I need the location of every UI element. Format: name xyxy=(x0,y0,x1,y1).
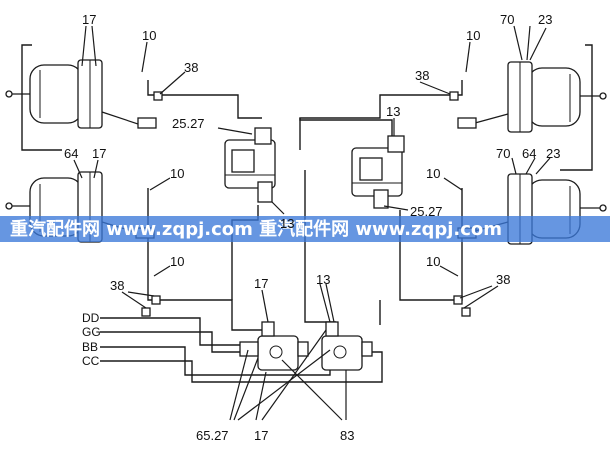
label-bottom-13: 13 xyxy=(316,272,330,287)
leader-lines xyxy=(73,25,551,421)
chamber-clevis xyxy=(137,117,157,129)
label-top-right-10: 10 xyxy=(466,28,480,43)
tee-lower-left xyxy=(151,295,161,305)
valve-body xyxy=(257,335,299,371)
label-top-left-17: 17 xyxy=(82,12,96,27)
valve-cap xyxy=(254,127,272,145)
pipe-mr-down xyxy=(455,188,463,301)
label-top-right-23: 23 xyxy=(538,12,552,27)
label-top-right-70: 70 xyxy=(500,12,514,27)
label-mid-left-64: 64 xyxy=(64,146,78,161)
pipe-right-outer xyxy=(560,44,593,171)
pipe-right-relay-down xyxy=(304,170,336,323)
tee-top-left xyxy=(153,91,163,101)
tee-lower-right xyxy=(453,295,463,305)
label-bottom-65-27: 65.27 xyxy=(196,428,229,443)
control-valve-right xyxy=(321,321,373,371)
pipe-tl-to-left-relay xyxy=(147,80,262,119)
valve-port xyxy=(257,181,273,203)
label-lower-left-38: 38 xyxy=(110,278,124,293)
valve-body xyxy=(321,335,363,371)
label-lower-left-10: 10 xyxy=(170,254,184,269)
pipe-ll-to-valves xyxy=(157,299,268,331)
watermark-text: 重汽配件网 www.zqpj.com 重汽配件网 www.zqpj.com xyxy=(10,218,502,240)
label-mid-right-64: 64 xyxy=(522,146,536,161)
watermark-band xyxy=(0,216,610,242)
label-bottom-17: 17 xyxy=(254,276,268,291)
brake-chamber-top-left xyxy=(5,59,157,129)
pipe-port-gg xyxy=(100,331,248,353)
tee-fittings xyxy=(141,91,471,317)
brake-chamber-top-right xyxy=(457,61,607,133)
port-labels: DD GG BB CC xyxy=(82,311,101,368)
label-right-relay-25-27: 25.27 xyxy=(410,204,443,219)
port-gg: GG xyxy=(82,325,101,339)
pipe-left-outer xyxy=(21,44,62,151)
control-valve-left xyxy=(239,321,309,371)
label-top-left-10: 10 xyxy=(142,28,156,43)
label-mid-right-10: 10 xyxy=(426,166,440,181)
label-mid-left-10: 10 xyxy=(170,166,184,181)
valve-cap xyxy=(387,135,405,153)
callout-labels: 17 10 38 70 23 10 38 25.27 13 64 17 10 7… xyxy=(64,12,560,443)
valve-port xyxy=(373,189,389,209)
label-left-relay-13: 13 xyxy=(280,216,294,231)
port-cc: CC xyxy=(82,354,100,368)
label-top-right-38: 38 xyxy=(415,68,429,83)
label-lower-right-38: 38 xyxy=(496,272,510,287)
label-top-left-38: 38 xyxy=(184,60,198,75)
chamber-body xyxy=(527,67,581,127)
pipe-tr-to-right-relay xyxy=(299,80,463,150)
relay-valve-left xyxy=(224,127,276,203)
label-lower-right-10: 10 xyxy=(426,254,440,269)
air-pipes xyxy=(21,44,593,383)
port-bb: BB xyxy=(82,340,98,354)
pipe-right-relay-top xyxy=(299,118,393,140)
label-mid-right-23: 23 xyxy=(546,146,560,161)
tee-top-right xyxy=(449,91,459,101)
label-bottom-17b: 17 xyxy=(254,428,268,443)
port-dd: DD xyxy=(82,311,100,325)
watermark: 重汽配件网 www.zqpj.com 重汽配件网 www.zqpj.com xyxy=(0,216,610,242)
label-right-relay-13: 13 xyxy=(386,104,400,119)
label-mid-right-70: 70 xyxy=(496,146,510,161)
label-mid-left-17: 17 xyxy=(92,146,106,161)
pipe-ml-down xyxy=(147,188,157,301)
label-left-relay-25-27: 25.27 xyxy=(172,116,205,131)
chamber-body xyxy=(29,64,83,124)
label-bottom-83: 83 xyxy=(340,428,354,443)
relay-valve-right xyxy=(351,135,405,209)
